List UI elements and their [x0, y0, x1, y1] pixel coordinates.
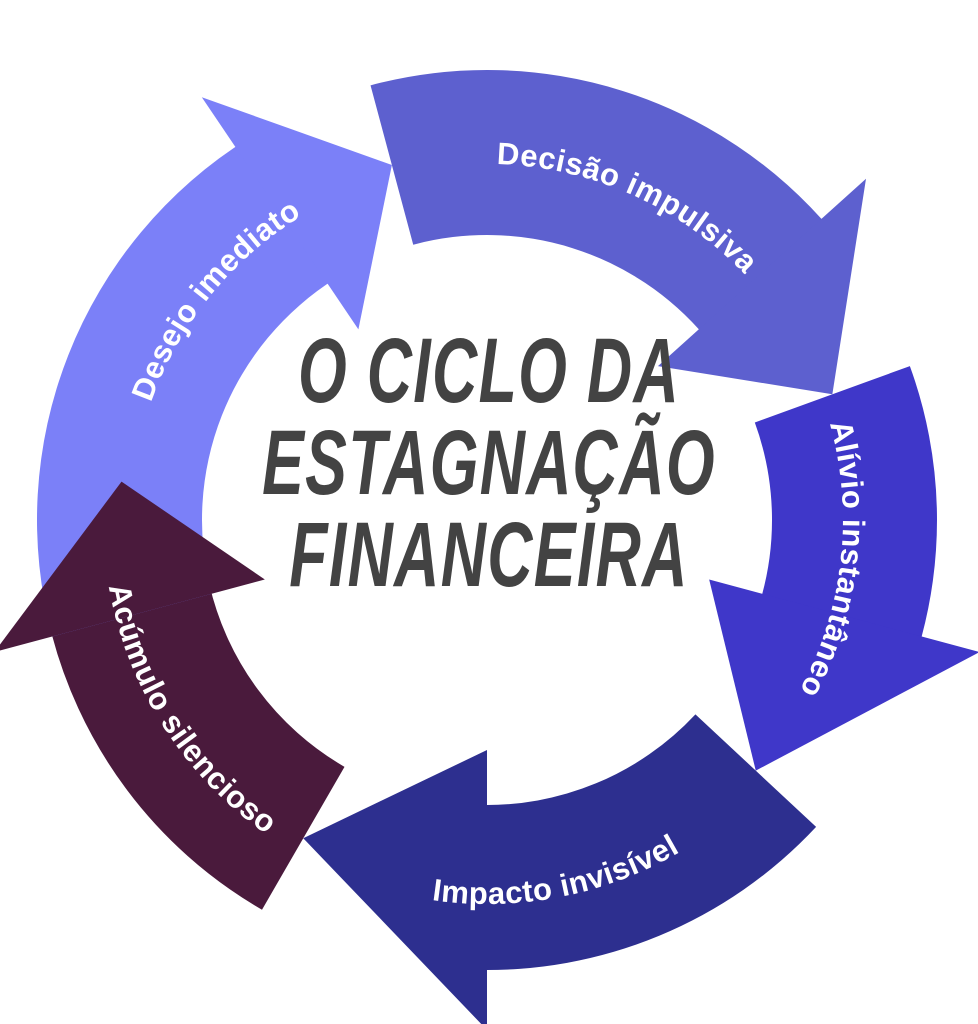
cycle-band-3	[754, 366, 938, 652]
cycle-arrowhead-2	[657, 178, 867, 395]
title-line-2: ESTAGNAÇÃO	[262, 412, 716, 514]
cycle-arrowhead-0	[0, 481, 265, 651]
cycle-arrowhead-3	[709, 579, 978, 771]
cycle-arrowhead-1	[201, 97, 392, 330]
title-line-3: FINANCEIRA	[289, 504, 689, 606]
cycle-band-2	[370, 69, 832, 337]
diagram-title: O CICLO DA ESTAGNAÇÃO FINANCEIRA	[0, 325, 978, 601]
cycle-arrowhead-4	[303, 750, 487, 1024]
cycle-band-0	[48, 584, 345, 910]
title-line-1: O CICLO DA	[297, 320, 680, 422]
cycle-band-4	[471, 714, 817, 971]
